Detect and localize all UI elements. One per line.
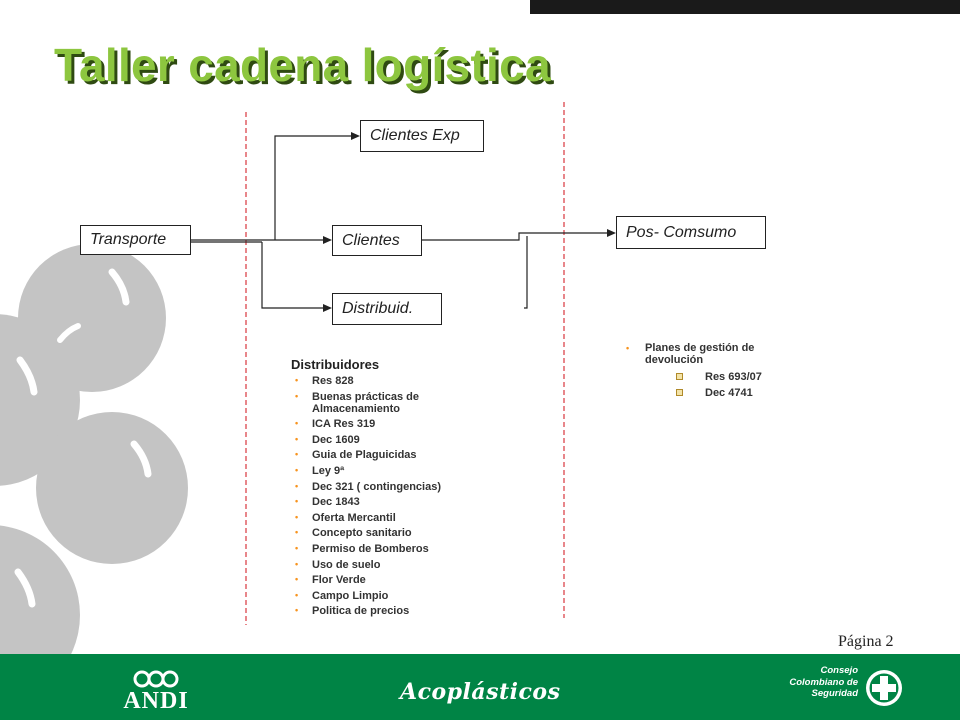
square-bullet-icon (676, 373, 683, 380)
consejo-colombiano-seguridad-logo: Consejo Colombiano de Seguridad (760, 662, 920, 716)
list-item: • Campo Limpio (291, 590, 491, 602)
list-item-text: Dec 1609 (312, 433, 360, 446)
list-item: • Res 828 (291, 375, 491, 387)
list-item: • Buenas prácticas de Almacenamiento (291, 391, 491, 415)
ccs-line-1: Consejo (820, 665, 858, 676)
ccs-logo-text: Consejo Colombiano de Seguridad (760, 665, 858, 700)
distribuidores-heading: Distribuidores (291, 357, 380, 372)
list-item: • Permiso de Bomberos (291, 543, 491, 555)
list-item-text: Flor Verde (312, 574, 366, 587)
bullet-icon: • (295, 605, 299, 616)
bullet-icon: • (295, 480, 299, 491)
andi-logo: ANDI (120, 669, 192, 714)
list-item-text: Dec 1843 (312, 496, 360, 509)
node-clientes: Clientes (332, 225, 422, 256)
node-clientes-label: Clientes (342, 231, 400, 249)
list-item-text: Uso de suelo (312, 558, 381, 571)
list-item: Dec 4741 (626, 387, 786, 399)
list-item-text: Guia de Plaguicidas (312, 449, 417, 462)
square-bullet-icon (676, 389, 683, 396)
list-item-text: Oferta Mercantil (312, 511, 396, 524)
list-item: • Oferta Mercantil (291, 512, 491, 524)
list-item-text: Concepto sanitario (312, 527, 412, 540)
node-transporte: Transporte (80, 225, 191, 255)
node-pos-consumo-label: Pos- Comsumo (626, 223, 737, 241)
footer-bar: ANDI Acoplásticos Consejo Colombiano de … (0, 654, 960, 720)
list-item-text: ICA Res 319 (312, 418, 376, 431)
list-item: • Guia de Plaguicidas (291, 449, 491, 461)
pos-consumo-sublist: Res 693/07 Dec 4741 (626, 371, 786, 399)
ccs-line-3: Seguridad (811, 688, 858, 699)
ccs-line-2: Colombiano de (789, 676, 858, 688)
list-item-text: Res 693/07 (705, 371, 762, 383)
bullet-icon: • (295, 390, 299, 401)
bullet-icon: • (295, 589, 299, 600)
list-item-text: Permiso de Bomberos (312, 542, 429, 555)
node-clientes-exp: Clientes Exp (360, 120, 484, 152)
bullet-icon: • (295, 418, 299, 429)
bullet-icon: • (295, 496, 299, 507)
list-item: • Flor Verde (291, 574, 491, 586)
list-item: • ICA Res 319 (291, 418, 491, 430)
bullet-icon: • (295, 464, 299, 475)
andi-logo-text: ANDI (123, 688, 189, 714)
pos-consumo-main-item: • Planes de gestión de devolución (626, 342, 786, 366)
top-dark-bar (530, 0, 960, 14)
bullet-icon: • (295, 542, 299, 553)
list-item: • Dec 321 ( contingencias) (291, 481, 491, 493)
bullet-icon: • (295, 449, 299, 460)
distribuidores-panel: Distribuidores • Res 828 • Buenas práctica… (291, 357, 491, 621)
list-item-text: Buenas prácticas de Almacenamiento (312, 390, 419, 415)
page-title: Taller cadena logística (54, 39, 551, 91)
list-item: • Ley 9ª (291, 465, 491, 477)
bullet-icon: • (295, 527, 299, 538)
list-item-text: Dec 4741 (705, 387, 753, 399)
list-item: • Uso de suelo (291, 559, 491, 571)
bullet-icon: • (295, 574, 299, 585)
pos-consumo-panel: • Planes de gestión de devolución Res 693… (626, 342, 786, 403)
bullet-icon: • (295, 558, 299, 569)
bullet-icon: • (295, 511, 299, 522)
acoplasticos-logo: Acoplásticos (400, 679, 561, 705)
cross-shield-icon (866, 670, 902, 706)
node-pos-consumo: Pos- Comsumo (616, 216, 766, 249)
list-item: • Dec 1843 (291, 496, 491, 508)
bullet-icon: • (295, 375, 299, 385)
list-item: • Politica de precios (291, 605, 491, 617)
list-item: • Concepto sanitario (291, 527, 491, 539)
pos-consumo-main-text: Planes de gestión de devolución (645, 342, 755, 366)
list-item-text: Politica de precios (312, 605, 410, 618)
list-item-text: Dec 321 ( contingencias) (312, 480, 441, 493)
list-item-text: Campo Limpio (312, 589, 389, 602)
list-item-text: Res 828 (312, 375, 354, 387)
andi-emblem-icon (133, 670, 179, 688)
distribuidores-list: • Res 828 • Buenas prácticas de Almacenami… (291, 375, 491, 617)
node-clientes-exp-label: Clientes Exp (370, 127, 460, 144)
bullet-icon: • (295, 433, 299, 444)
node-transporte-label: Transporte (90, 231, 167, 248)
bullet-icon: • (626, 343, 630, 353)
page-number: Página 2 (838, 633, 894, 650)
node-distribuid-label: Distribuid. (342, 300, 414, 317)
list-item-text: Ley 9ª (312, 464, 345, 477)
node-distribuid: Distribuid. (332, 293, 442, 325)
list-item: • Dec 1609 (291, 434, 491, 446)
list-item: Res 693/07 (626, 371, 786, 383)
